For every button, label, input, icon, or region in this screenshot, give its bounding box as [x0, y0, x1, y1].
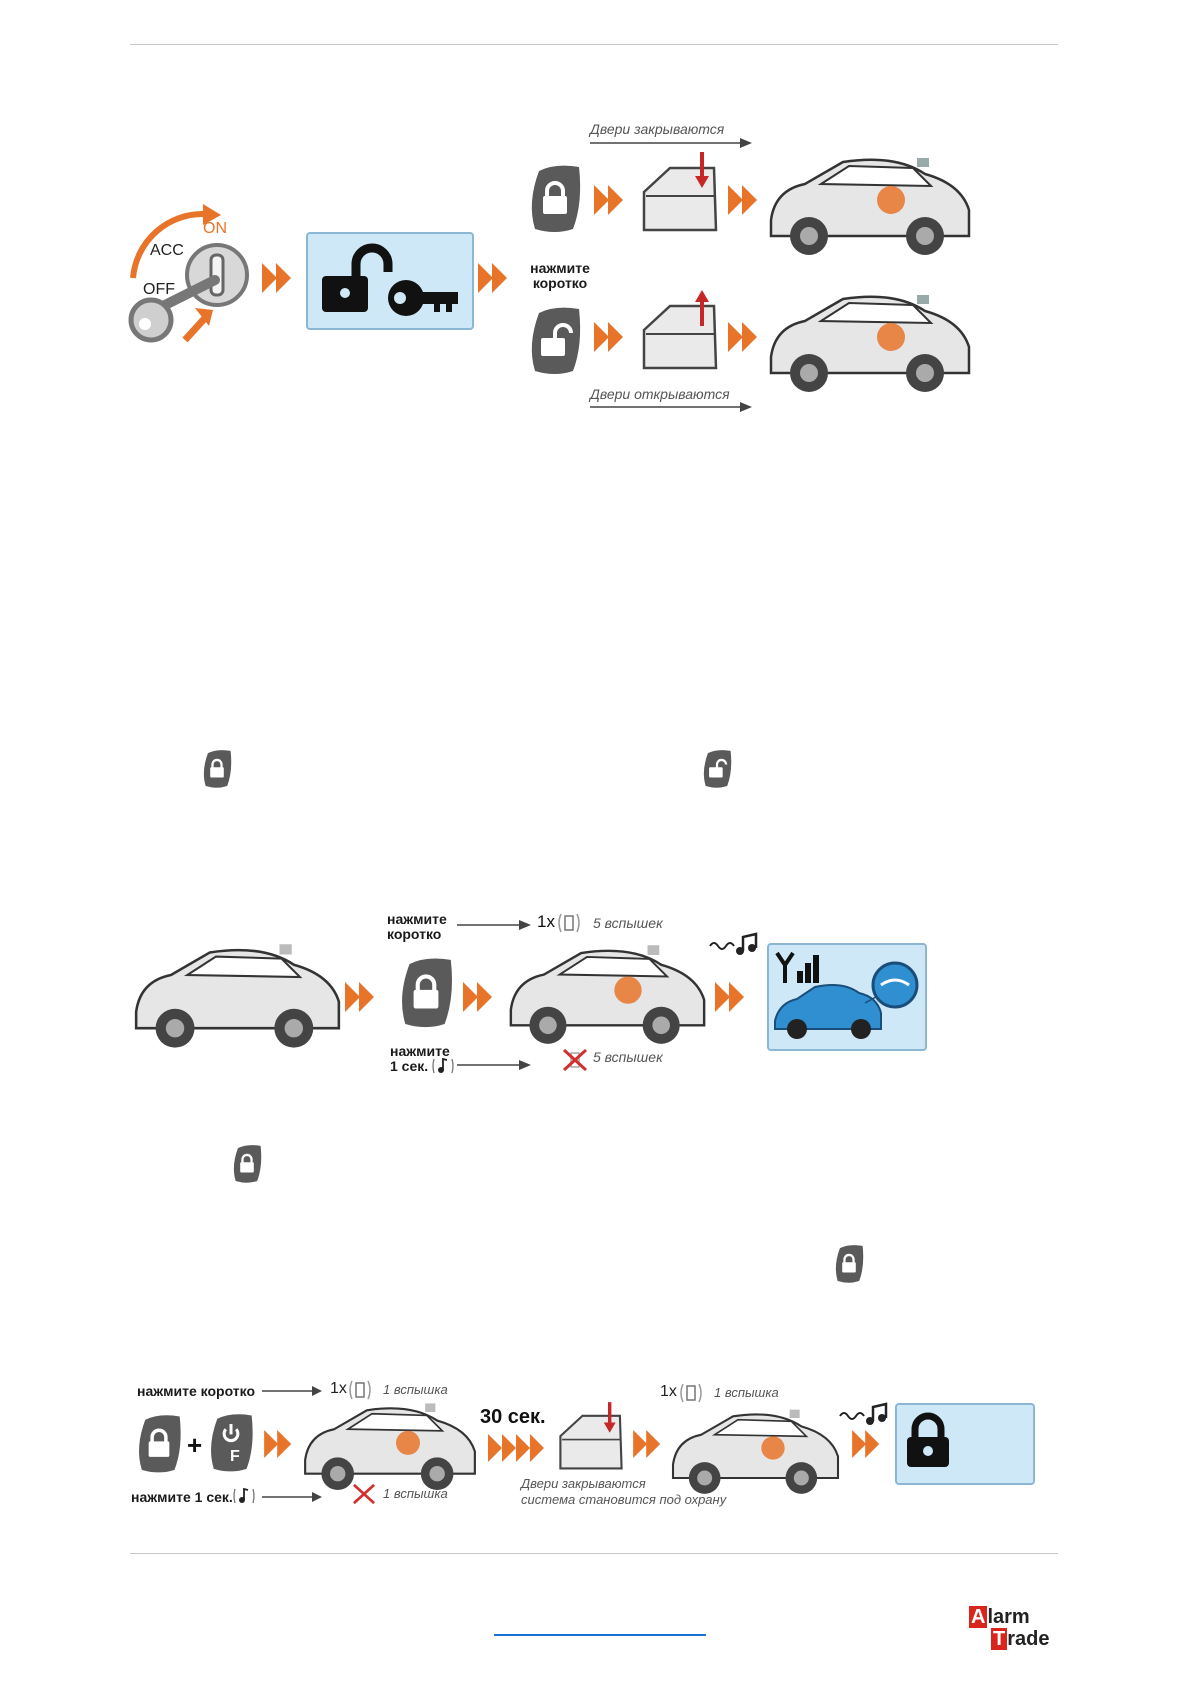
acc-label: ACC — [150, 242, 184, 259]
chevron-right-icon — [262, 263, 291, 293]
chevron-right-icon — [728, 185, 757, 215]
chevron-right-icon — [728, 322, 757, 352]
melody-icon — [432, 1057, 454, 1074]
armed-label: система становится под охрану — [521, 1492, 727, 1507]
count-label: 1x — [330, 1380, 347, 1397]
arrow-right-icon — [457, 920, 531, 930]
flash-icon — [558, 913, 580, 933]
melody-icon — [839, 1402, 888, 1425]
arrow-right-icon — [262, 1492, 322, 1502]
chevron-right-icon — [478, 263, 507, 293]
door-lock-up-icon — [642, 290, 718, 370]
door-lock-down-icon — [559, 1402, 623, 1470]
f-key-label: F — [230, 1448, 240, 1465]
remote-f-button[interactable]: F — [205, 1412, 257, 1474]
footer-rule — [130, 1553, 1058, 1554]
doors-close-label: Двери закрываются — [521, 1476, 646, 1491]
footer-link[interactable] — [494, 1634, 706, 1636]
header-rule — [130, 44, 1058, 45]
plus-sign: + — [187, 1430, 203, 1460]
chevron-quad-right-icon — [488, 1434, 544, 1462]
arrow-right-icon — [262, 1386, 322, 1396]
off-label: OFF — [143, 281, 175, 298]
arrow-right-icon — [590, 402, 752, 412]
lcd-display — [895, 1403, 1035, 1485]
remote-lock-button-icon[interactable] — [133, 1413, 185, 1475]
flash-icon — [680, 1383, 702, 1403]
ignition-key-icon — [128, 204, 249, 343]
chevron-right-icon — [852, 1430, 880, 1458]
remote-button-shape-icon — [211, 1414, 253, 1472]
logo-letter-t: T — [991, 1628, 1008, 1650]
chevron-right-icon — [264, 1430, 292, 1458]
chevron-right-icon — [594, 185, 623, 215]
car-flashing-icon — [509, 945, 706, 1044]
flash-label: 1 вспышка — [383, 1486, 448, 1501]
flash-icon — [349, 1380, 371, 1400]
remote-unlock-button-icon[interactable] — [525, 305, 585, 377]
on-label: ON — [203, 220, 227, 237]
flashes-label: 5 вспышек — [593, 1049, 663, 1065]
press-short-label: нажмите коротко — [387, 911, 447, 942]
car-flashing-icon — [769, 158, 971, 255]
remote-lock-button-icon[interactable] — [395, 955, 457, 1031]
remote-lock-button-icon — [835, 1245, 864, 1283]
melody-icon — [233, 1487, 255, 1504]
flash-label: 1 вспышка — [383, 1382, 448, 1397]
doors-open-label: Двери открываются — [590, 386, 730, 402]
lcd-display — [306, 232, 474, 330]
arrow-right-icon — [457, 1060, 531, 1070]
no-flash-icon — [352, 1483, 376, 1505]
arrow-right-icon — [590, 138, 752, 148]
logo-letter-a: A — [969, 1606, 988, 1628]
press-short-label: нажмите коротко — [530, 260, 590, 291]
flashes-label: 5 вспышек — [593, 915, 663, 931]
chevron-right-icon — [345, 982, 374, 1012]
remote-lock-button-icon — [203, 750, 232, 788]
lcd-display — [767, 943, 927, 1051]
press-short-label: нажмите коротко — [137, 1383, 256, 1399]
press-1sec-label: нажмите 1 сек. — [390, 1043, 450, 1074]
car-flashing-icon — [671, 1409, 840, 1494]
logo-word-larm: larm — [987, 1606, 1030, 1628]
flash-label: 1 вспышка — [714, 1385, 779, 1400]
car-flashing-icon — [304, 1403, 476, 1490]
remote-lock-button-icon[interactable] — [525, 163, 585, 235]
chevron-right-icon — [463, 982, 492, 1012]
chevron-right-icon — [594, 322, 623, 352]
count-label: 1x — [660, 1383, 677, 1400]
car-flashing-icon — [769, 295, 971, 392]
car-icon — [134, 944, 341, 1048]
figure-passive-arming: нажмите коротко 1x 1 вспышка + F 30 сек. — [0, 1370, 1190, 1520]
no-flash-icon — [562, 1048, 588, 1072]
press-1sec-label: нажмите 1 сек. — [131, 1489, 233, 1505]
doors-close-label: Двери закрываются — [590, 121, 725, 137]
chevron-right-icon — [715, 982, 744, 1012]
car-alert-icon — [774, 961, 919, 1039]
figure-arming: нажмите коротко 1x 5 вспышек — [0, 900, 1190, 1080]
lock-icon — [907, 1412, 949, 1467]
door-lock-down-icon — [642, 152, 718, 232]
chevron-right-icon — [633, 1430, 661, 1458]
remote-lock-button-icon — [233, 1145, 262, 1183]
logo-word-rade: rade — [1007, 1628, 1050, 1650]
figure-ignition-lock: ACC ON OFF нажмите коротко Двери закрыва… — [0, 0, 1190, 420]
melody-icon — [709, 932, 758, 955]
delay-label: 30 сек. — [480, 1406, 546, 1428]
unlock-key-icon — [322, 243, 458, 316]
signal-bars-icon — [775, 951, 819, 983]
count-label: 1x — [537, 912, 555, 931]
remote-unlock-button-icon — [703, 750, 732, 788]
